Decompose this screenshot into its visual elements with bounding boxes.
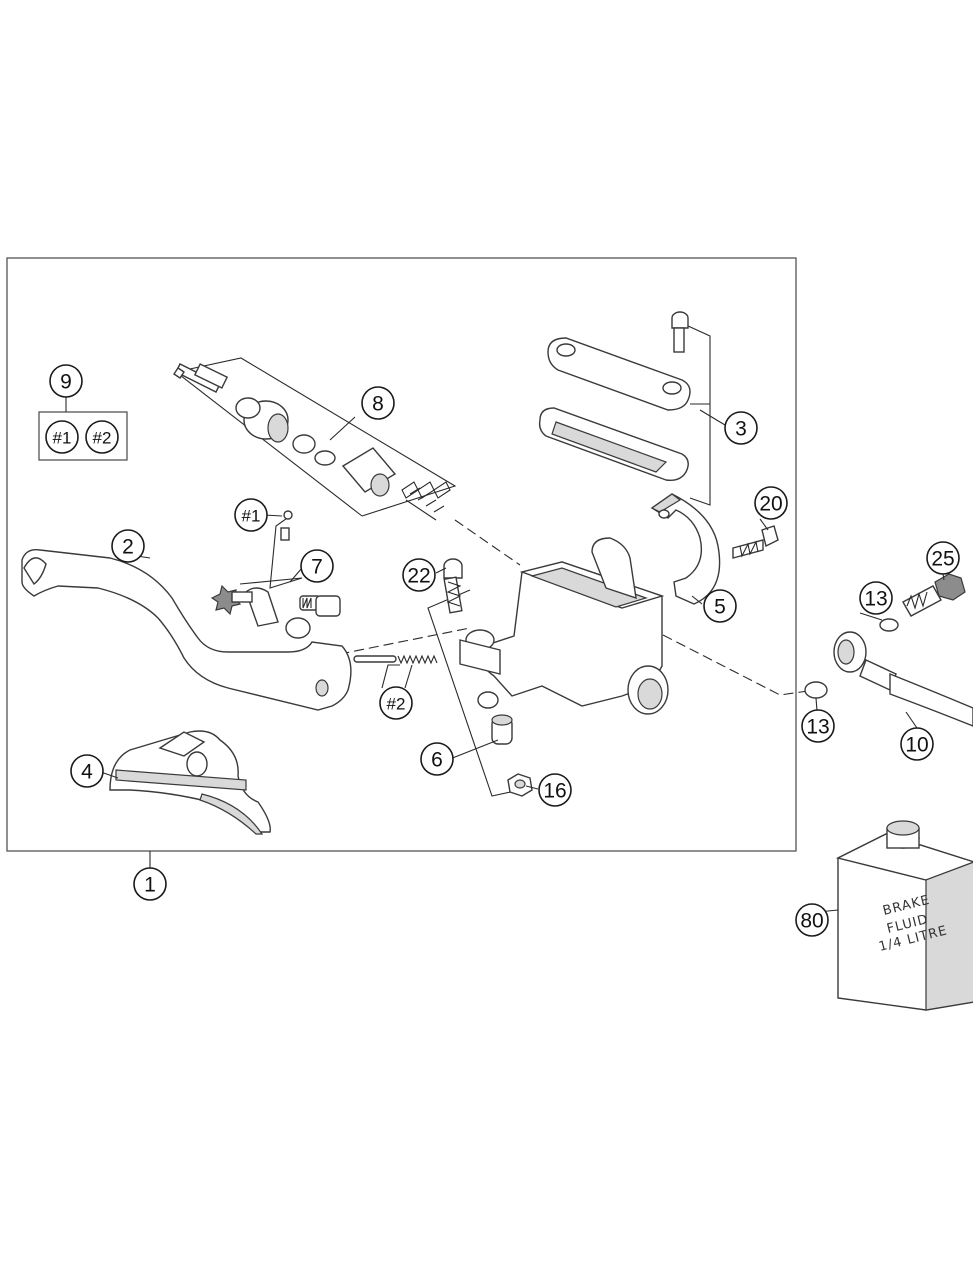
part-16-nut	[507, 773, 533, 797]
callout-6: 6	[420, 742, 454, 776]
part-4-lever-guard	[109, 730, 271, 835]
callout-5-text: 5	[714, 596, 726, 619]
callout-5: 5	[703, 589, 737, 623]
callout-80: 80	[795, 903, 829, 937]
part-6-bushing	[491, 714, 513, 745]
callout-13-top-text: 13	[864, 588, 887, 611]
callout-4: 4	[70, 754, 104, 788]
callout-1: 1	[133, 867, 167, 901]
part-8-piston-kit	[173, 357, 457, 521]
callout-3-text: 3	[735, 418, 747, 441]
master-cylinder-body	[459, 537, 669, 715]
callout-13-bottom: 13	[801, 709, 835, 743]
part-2-lever	[21, 549, 352, 711]
callout-20: 20	[754, 486, 788, 520]
callout-80-text: 80	[800, 910, 823, 933]
callout-9: 9	[49, 364, 83, 398]
callout-3: 3	[724, 411, 758, 445]
callout-2-text: 2	[122, 536, 134, 559]
guide-line-lever	[309, 627, 471, 661]
callout-13-bottom-text: 13	[806, 716, 829, 739]
callout-1-text: 1	[144, 874, 156, 897]
callout-2: 2	[111, 529, 145, 563]
part-80-brake-fluid-can: BRAKE FLUID 1/4 LITRE	[835, 820, 973, 1011]
guide-line-hose	[662, 634, 816, 696]
callout-10-text: 10	[905, 734, 928, 757]
callout-10: 10	[900, 727, 934, 761]
callout-9-sub-1: #1	[45, 420, 79, 454]
callout-9-sub-1-text: #1	[53, 429, 72, 448]
callout-16-text: 16	[543, 780, 566, 803]
callout-6-text: 6	[431, 749, 443, 772]
callout-7-text: 7	[311, 556, 323, 579]
callout-8: 8	[361, 386, 395, 420]
callout-4-text: 4	[81, 761, 93, 784]
callout-7-sub-1: #1	[234, 498, 268, 532]
pin-spring-kit	[353, 654, 438, 689]
callout-pin-sub-2: #2	[379, 686, 413, 720]
part-22-bolt	[443, 558, 463, 614]
callout-16: 16	[538, 773, 572, 807]
part-3-reservoir-cover	[538, 311, 711, 506]
callout-22-text: 22	[407, 565, 430, 588]
callout-pin-sub-2-text: #2	[387, 695, 406, 714]
callout-22: 22	[402, 558, 436, 592]
guide-line-piston	[454, 519, 521, 566]
part-7-adjuster	[210, 510, 341, 617]
callout-25: 25	[926, 541, 960, 575]
part-5-clamp	[650, 493, 721, 605]
callout-25-text: 25	[931, 548, 954, 571]
callout-8-text: 8	[372, 393, 384, 416]
callout-7-sub-1-text: #1	[242, 507, 261, 526]
callout-9-sub-2: #2	[85, 420, 119, 454]
callout-9-text: 9	[60, 371, 72, 394]
part-9-kit	[38, 397, 128, 461]
callout-leaders	[97, 409, 945, 913]
callout-20-text: 20	[759, 493, 782, 516]
callout-9-sub-2-text: #2	[93, 429, 112, 448]
callout-13-top: 13	[859, 581, 893, 615]
assembly-frame	[6, 257, 797, 852]
part-20-screw	[732, 525, 779, 559]
callout-7: 7	[300, 549, 334, 583]
